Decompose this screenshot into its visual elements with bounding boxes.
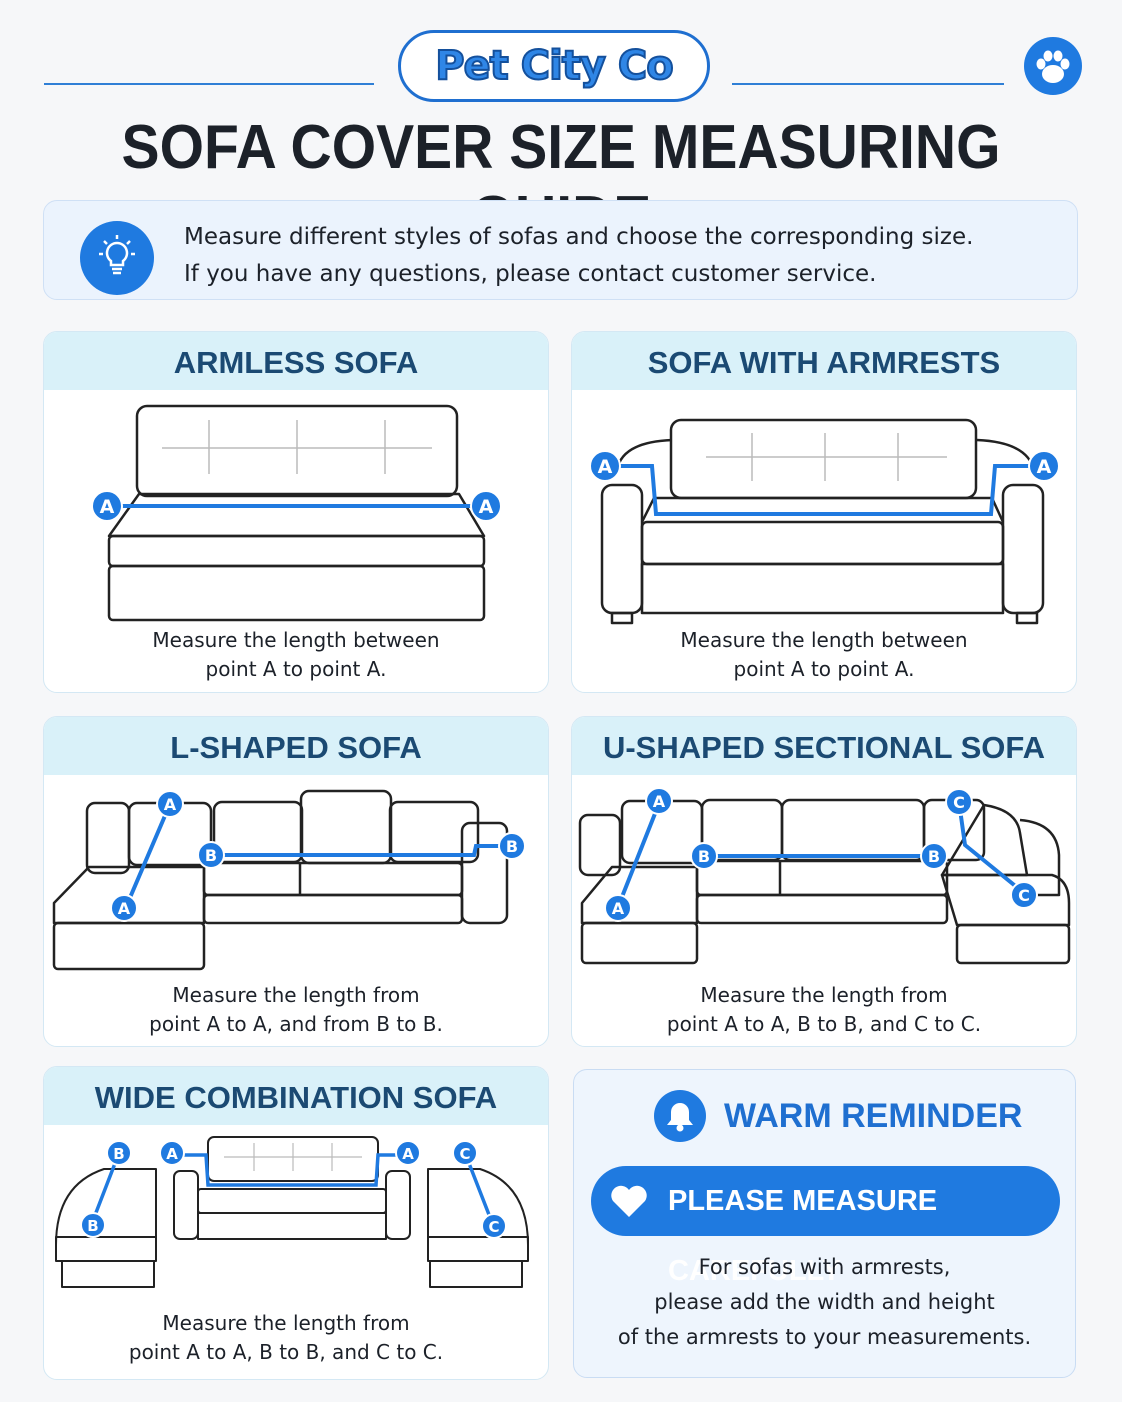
- marker-b-bottom: B: [80, 1212, 106, 1238]
- card-wide-combination-sofa: WIDE COMBINATION SOFA A A B B C C: [43, 1066, 549, 1380]
- measure-carefully-banner: PLEASE MEASURE CAREFULLY: [591, 1166, 1060, 1287]
- brand-logo: Pet City Co: [398, 30, 710, 102]
- card-title: ARMLESS SOFA: [44, 332, 548, 390]
- marker-a-bottom: A: [110, 894, 138, 922]
- reminder-title: WARM REMINDER: [724, 1097, 1023, 1135]
- svg-text:B: B: [113, 1145, 124, 1163]
- card-title: U-SHAPED SECTIONAL SOFA: [572, 717, 1076, 775]
- svg-text:C: C: [488, 1218, 499, 1236]
- svg-text:C: C: [953, 793, 965, 812]
- caption-line-2: point A to point A.: [205, 657, 387, 681]
- card-caption: Measure the length between point A to po…: [44, 626, 548, 684]
- marker-a-left: A: [91, 490, 123, 522]
- card-title: SOFA WITH ARMRESTS: [572, 332, 1076, 390]
- svg-text:A: A: [164, 795, 177, 814]
- card-title: WIDE COMBINATION SOFA: [44, 1067, 548, 1125]
- card-sofa-with-armrests: SOFA WITH ARMRESTS A A Measure the lengt…: [571, 331, 1077, 693]
- marker-b-top: B: [106, 1140, 132, 1166]
- svg-text:A: A: [653, 792, 666, 811]
- marker-b-left: B: [197, 841, 225, 869]
- svg-text:B: B: [928, 847, 940, 866]
- caption-line-1: Measure the length from: [162, 1311, 410, 1335]
- marker-a-top: A: [645, 787, 673, 815]
- warm-reminder-box: WARM REMINDER PLEASE MEASURE CAREFULLY F…: [573, 1069, 1076, 1378]
- caption-line-2: point A to A, and from B to B.: [149, 1012, 443, 1036]
- marker-a-bottom: A: [604, 894, 632, 922]
- marker-a-left: A: [159, 1140, 185, 1166]
- heart-icon: [611, 1185, 647, 1217]
- caption-line-2: point A to A, B to B, and C to C.: [128, 1340, 444, 1364]
- svg-text:C: C: [459, 1145, 470, 1163]
- marker-a-right: A: [395, 1140, 421, 1166]
- svg-text:A: A: [479, 496, 494, 518]
- svg-text:A: A: [118, 899, 131, 918]
- l-shaped-sofa-illustration: A A B B: [52, 789, 526, 971]
- intro-line-1: Measure different styles of sofas and ch…: [184, 224, 974, 250]
- svg-text:C: C: [1018, 886, 1030, 905]
- caption-line-2: point A to A, B to B, and C to C.: [666, 1012, 982, 1036]
- paw-icon: [1024, 37, 1082, 95]
- card-title: L-SHAPED SOFA: [44, 717, 548, 775]
- armrest-sofa-illustration: A A: [589, 418, 1060, 625]
- svg-text:A: A: [598, 456, 613, 478]
- marker-a-left: A: [589, 450, 621, 482]
- caption-line-1: Measure the length from: [700, 983, 948, 1007]
- card-caption: Measure the length between point A to po…: [572, 626, 1076, 684]
- header: Pet City Co: [0, 22, 1122, 102]
- intro-text: Measure different styles of sofas and ch…: [184, 219, 973, 293]
- card-caption: Measure the length from point A to A, an…: [44, 981, 548, 1039]
- reminder-line-3: of the armrests to your measurements.: [617, 1325, 1032, 1349]
- marker-a-top: A: [156, 790, 184, 818]
- svg-text:A: A: [100, 496, 115, 518]
- svg-text:A: A: [402, 1145, 414, 1163]
- marker-b-right: B: [498, 832, 526, 860]
- card-armless-sofa: ARMLESS SOFA A A Measure the length betw…: [43, 331, 549, 693]
- svg-text:B: B: [506, 837, 518, 856]
- marker-b-right: B: [920, 842, 948, 870]
- caption-line-1: Measure the length between: [680, 628, 968, 652]
- marker-c-bottom: C: [1010, 881, 1038, 909]
- armless-sofa-illustration: A A: [91, 404, 502, 622]
- banner-text: PLEASE MEASURE CAREFULLY: [668, 1185, 938, 1287]
- svg-text:A: A: [166, 1145, 178, 1163]
- marker-c-top: C: [945, 788, 973, 816]
- u-shaped-sofa-illustration: A A B B C C: [578, 787, 1071, 965]
- caption-line-1: Measure the length between: [152, 628, 440, 652]
- reminder-line-2: please add the width and height: [654, 1290, 995, 1314]
- card-u-shaped-sofa: U-SHAPED SECTIONAL SOFA A A B B C C Meas: [571, 716, 1077, 1047]
- marker-a-right: A: [470, 490, 502, 522]
- svg-text:A: A: [612, 899, 625, 918]
- intro-box: Measure different styles of sofas and ch…: [43, 200, 1078, 300]
- card-caption: Measure the length from point A to A, B …: [572, 981, 1076, 1039]
- wide-combination-sofa-illustration: A A B B C C: [55, 1136, 529, 1288]
- reminder-line-1: For sofas with armrests,: [698, 1255, 951, 1279]
- reminder-body: For sofas with armrests, please add the …: [574, 1250, 1075, 1355]
- svg-text:A: A: [1037, 456, 1052, 478]
- marker-a-right: A: [1028, 450, 1060, 482]
- caption-line-2: point A to point A.: [733, 657, 915, 681]
- card-caption: Measure the length from point A to A, B …: [44, 1309, 538, 1367]
- lightbulb-icon: [80, 221, 154, 295]
- marker-c-top: C: [452, 1140, 478, 1166]
- caption-line-1: Measure the length from: [172, 983, 420, 1007]
- svg-text:B: B: [698, 847, 710, 866]
- marker-c-bottom: C: [481, 1213, 507, 1239]
- bell-icon: [654, 1090, 706, 1142]
- intro-line-2: If you have any questions, please contac…: [184, 261, 877, 287]
- svg-text:B: B: [205, 846, 217, 865]
- header-divider-right: [732, 83, 1004, 85]
- svg-text:B: B: [87, 1217, 98, 1235]
- header-divider-left: [44, 83, 374, 85]
- marker-b-left: B: [690, 842, 718, 870]
- card-l-shaped-sofa: L-SHAPED SOFA A A B B Measure the length…: [43, 716, 549, 1047]
